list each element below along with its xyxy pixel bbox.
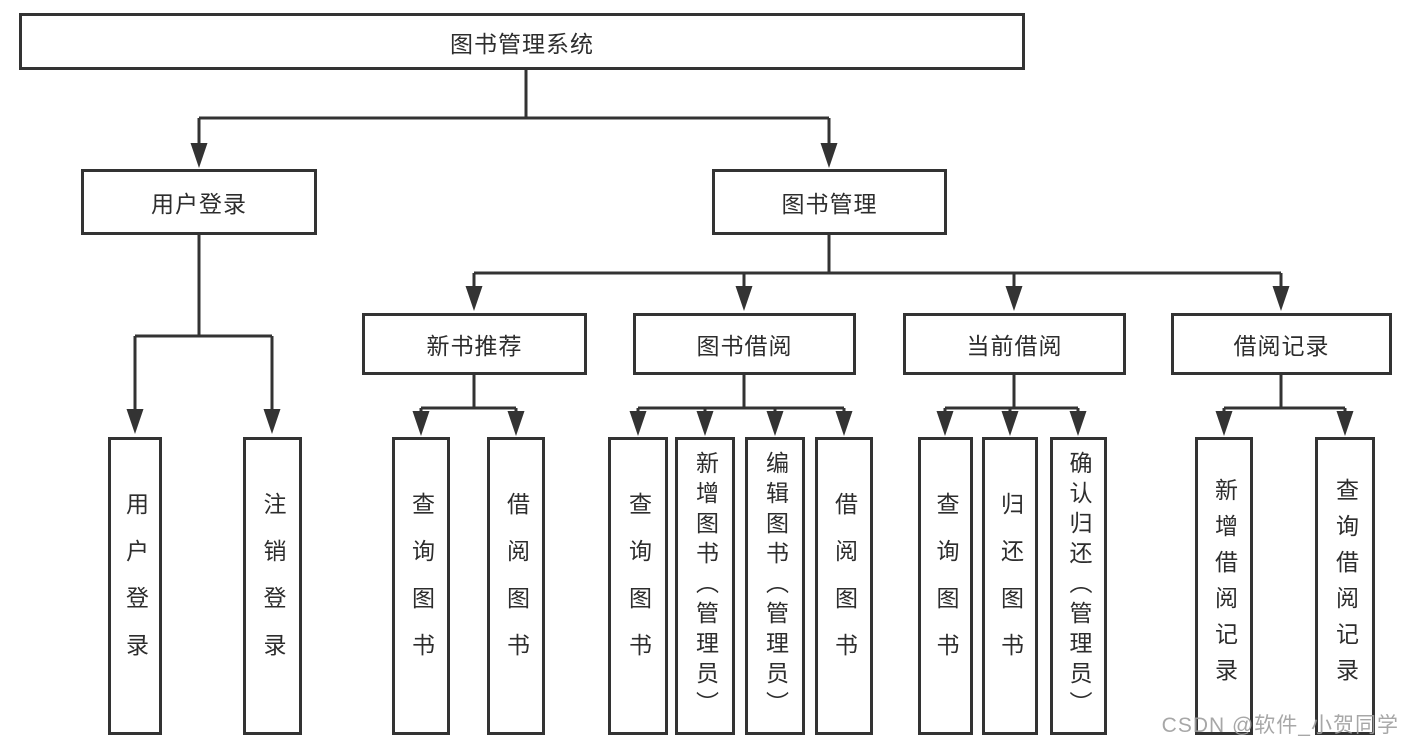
leaf-borrow-books-recommend: 借阅图书 bbox=[487, 437, 545, 735]
leaf-query-borrow-record: 查询借阅记录 bbox=[1315, 437, 1375, 735]
connector-recommend-group bbox=[419, 375, 518, 412]
leaf-edit-books-admin: 编辑图书（管理员） bbox=[745, 437, 805, 735]
node-new-book-recommend: 新书推荐 bbox=[362, 313, 587, 375]
node-book-borrow: 图书借阅 bbox=[633, 313, 856, 375]
arrowheads bbox=[126, 143, 1354, 436]
leaf-logout: 注销登录 bbox=[243, 437, 302, 735]
node-root-system: 图书管理系统 bbox=[19, 13, 1025, 70]
leaf-query-books-current: 查询图书 bbox=[918, 437, 973, 735]
node-user-login: 用户登录 bbox=[81, 169, 317, 235]
connector-current-group bbox=[943, 375, 1080, 412]
node-book-management: 图书管理 bbox=[712, 169, 947, 235]
connector-record-group bbox=[1222, 375, 1347, 412]
leaf-confirm-return-admin: 确认归还（管理员） bbox=[1050, 437, 1107, 735]
connector-mgmt-to-level3 bbox=[472, 235, 1283, 287]
connector-login-to-leaves bbox=[133, 235, 274, 410]
csdn-watermark: CSDN @软件_小贺同学 bbox=[1161, 714, 1399, 737]
node-borrow-records: 借阅记录 bbox=[1171, 313, 1392, 375]
connector-borrow-group bbox=[636, 375, 846, 412]
leaf-add-books-admin: 新增图书（管理员） bbox=[675, 437, 735, 735]
connector-root-to-level2 bbox=[197, 70, 831, 144]
leaf-add-borrow-record: 新增借阅记录 bbox=[1195, 437, 1253, 735]
leaf-return-books: 归还图书 bbox=[982, 437, 1038, 735]
leaf-query-books-borrow: 查询图书 bbox=[608, 437, 668, 735]
leaf-borrow-books: 借阅图书 bbox=[815, 437, 873, 735]
leaf-query-books-recommend: 查询图书 bbox=[392, 437, 450, 735]
leaf-user-login: 用户登录 bbox=[108, 437, 162, 735]
node-current-borrow: 当前借阅 bbox=[903, 313, 1126, 375]
